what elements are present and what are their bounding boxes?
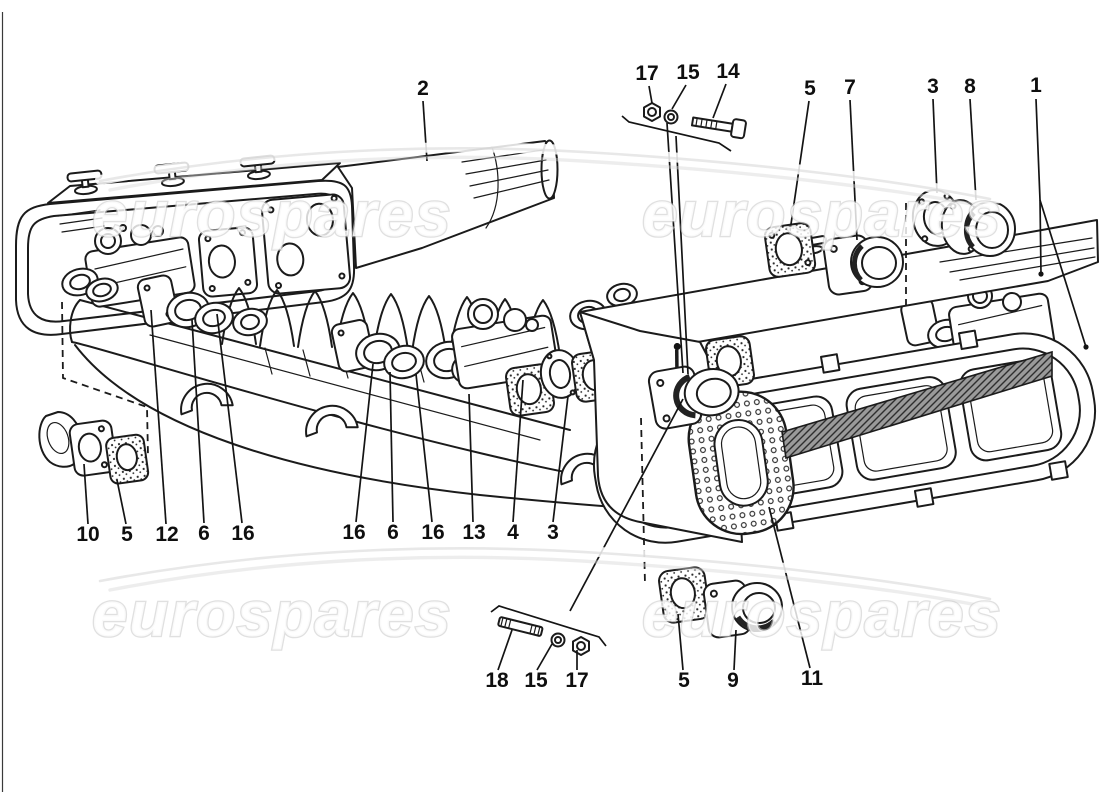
part-number-label: 5 xyxy=(804,77,816,100)
mount-ring xyxy=(194,301,234,335)
leader-line xyxy=(116,479,127,525)
leader-line xyxy=(932,98,938,194)
leader-line xyxy=(969,98,977,201)
part-number-label: 6 xyxy=(198,522,210,545)
bracket-line xyxy=(490,605,607,647)
leader-line xyxy=(712,83,727,119)
callout-layer: 2 17 15 14 5 7 3 8 1 10 5 12 6 16 16 6 16 13 4 3 18 15 17 5 9 11 xyxy=(76,60,1089,692)
leader-line xyxy=(677,613,684,671)
leader-line xyxy=(849,99,858,241)
left-carburetor xyxy=(61,224,234,335)
part-number-label: 2 xyxy=(417,77,429,100)
leader-line xyxy=(389,371,394,523)
elbow-flange-part10 xyxy=(38,411,118,477)
leader-line xyxy=(150,309,167,525)
part-number-label: 10 xyxy=(76,523,99,546)
leader-line xyxy=(468,393,474,523)
part-number-label: 5 xyxy=(121,523,133,546)
ring-clip xyxy=(957,329,979,351)
leader-line xyxy=(1039,199,1087,348)
watermark-text: eurospares xyxy=(642,178,1002,250)
stud-18 xyxy=(497,616,544,637)
part-number-label: 5 xyxy=(678,669,690,692)
ring-clip xyxy=(913,487,935,508)
face-plate xyxy=(260,193,352,295)
bracket-leader xyxy=(569,398,684,612)
part-number-label: 16 xyxy=(342,521,365,544)
bracket-leader xyxy=(666,122,689,375)
gasket-part5-top xyxy=(763,222,817,278)
right-airbox xyxy=(579,219,1099,544)
port-horseshoe xyxy=(305,404,359,438)
middle-mount-rings xyxy=(330,319,425,380)
watermark-layer: eurospares eurospares eurospares eurospares xyxy=(91,142,1014,651)
leader-line xyxy=(552,395,569,523)
leader-end-dot xyxy=(1083,344,1089,350)
leader-line xyxy=(536,643,553,671)
right-carburetor xyxy=(425,298,559,390)
watermark-text: eurospares xyxy=(92,178,452,250)
part-number-label: 12 xyxy=(155,523,178,546)
leader-line xyxy=(671,84,687,110)
leader-line xyxy=(83,463,89,525)
watermark-text: eurospares xyxy=(642,578,1002,650)
part-number-label: 17 xyxy=(565,669,588,692)
fastener-group-bottom xyxy=(490,398,684,656)
part-number-label: 6 xyxy=(387,521,399,544)
filter-mesh-band xyxy=(781,350,1053,460)
ring-clip xyxy=(819,353,841,374)
part-number-label: 17 xyxy=(635,62,658,85)
bracket-line xyxy=(621,115,732,152)
part-number-label: 15 xyxy=(676,61,700,84)
part-number-label: 9 xyxy=(727,669,739,692)
leader-line xyxy=(512,379,524,523)
watermark-text: eurospares xyxy=(92,578,452,650)
lid-t-bolt xyxy=(66,169,103,196)
fastener-group-top xyxy=(621,102,747,375)
leader-line xyxy=(648,85,653,104)
part-number-label: 16 xyxy=(421,521,444,544)
part-number-label: 1 xyxy=(1030,74,1042,97)
part-number-label: 15 xyxy=(524,669,548,692)
leader-line xyxy=(355,363,374,523)
leader-line xyxy=(216,313,243,524)
leader-line xyxy=(733,629,737,671)
ring-clip xyxy=(1048,460,1069,481)
air-filter-element xyxy=(687,390,795,536)
face-plate xyxy=(197,226,259,298)
watermark-swoosh-bottom xyxy=(95,542,1014,608)
watermark-swoosh-top xyxy=(95,142,1014,208)
leader-line xyxy=(497,629,513,671)
carb-mount-part7 xyxy=(822,234,904,296)
leader-line xyxy=(415,373,433,523)
bolt-14 xyxy=(690,116,747,140)
intake-horn xyxy=(647,342,740,430)
cup-part8 xyxy=(940,199,1016,257)
leader-end-dot xyxy=(1038,271,1044,277)
part-number-label: 8 xyxy=(964,75,976,98)
gasket-part5 xyxy=(105,433,150,485)
manifold-flange xyxy=(232,307,268,337)
part-number-label: 11 xyxy=(801,667,824,690)
part-number-label: 4 xyxy=(507,521,519,544)
part-number-label: 16 xyxy=(231,522,254,545)
leader-line xyxy=(191,319,205,524)
cup-part9 xyxy=(702,579,783,639)
part-number-label: 18 xyxy=(485,669,509,692)
part-number-label: 14 xyxy=(716,60,740,83)
part-number-label: 3 xyxy=(927,75,939,98)
part-number-label: 3 xyxy=(547,521,559,544)
part-number-label: 7 xyxy=(844,76,856,99)
leader-line xyxy=(768,506,811,669)
part-number-label: 13 xyxy=(462,521,485,544)
